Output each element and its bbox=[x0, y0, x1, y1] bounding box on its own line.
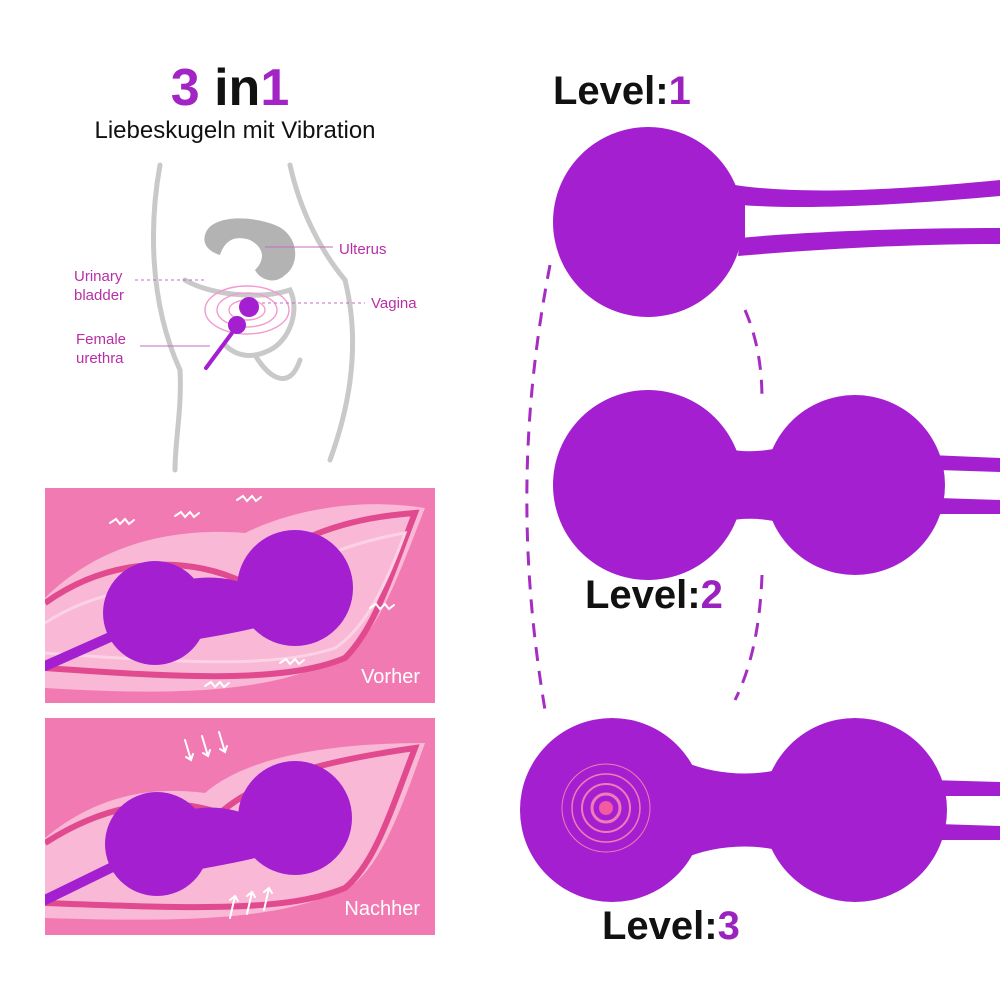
after-label: Nachher bbox=[344, 898, 420, 920]
headline: 3 in1 bbox=[0, 58, 460, 118]
label-bladder-2: bladder bbox=[74, 287, 125, 304]
vibration-ring-2 bbox=[216, 292, 278, 328]
level-3-balls bbox=[520, 718, 1000, 902]
anatomy-diagram bbox=[135, 162, 365, 473]
label-urethra-1: Female bbox=[76, 331, 127, 348]
diagram-ball-top bbox=[239, 297, 259, 317]
label-urethra-2: urethra bbox=[76, 350, 124, 367]
vibration-ring-c bbox=[571, 773, 641, 843]
dashed-connector-top-right bbox=[743, 309, 764, 401]
diagram-string bbox=[204, 331, 234, 370]
level-3-label: Level:3 bbox=[602, 904, 740, 948]
dashed-connector-left bbox=[525, 264, 552, 711]
before-illustration bbox=[45, 488, 435, 703]
vibration-ring-b bbox=[581, 783, 631, 833]
dashed-connector-bottom-right bbox=[733, 574, 764, 701]
vibration-ring-3 bbox=[204, 285, 290, 335]
after-illustration bbox=[45, 718, 435, 935]
before-panel: Vorher bbox=[45, 488, 435, 703]
headline-number: 3 bbox=[170, 59, 200, 117]
level-1-label: Level:1 bbox=[553, 69, 691, 113]
before-label: Vorher bbox=[361, 666, 420, 688]
label-uterus: Ulterus bbox=[339, 241, 387, 258]
vibration-ring-a bbox=[590, 792, 622, 824]
label-bladder-1: Urinary bbox=[74, 268, 123, 285]
subtitle: Liebeskugeln mit Vibration bbox=[94, 117, 376, 144]
diagram-ball-bottom bbox=[228, 316, 246, 334]
headline-text: in bbox=[199, 59, 261, 117]
vibration-ring-d bbox=[561, 763, 651, 853]
headline-number-2: 1 bbox=[260, 59, 290, 117]
body-outline-inner bbox=[182, 277, 297, 358]
after-panel: Nachher bbox=[45, 718, 435, 935]
body-outline-right bbox=[287, 162, 356, 463]
vibration-core-icon bbox=[599, 801, 613, 815]
label-vagina: Vagina bbox=[371, 295, 417, 312]
body-outline-left bbox=[151, 162, 183, 473]
levels-illustration bbox=[520, 127, 1000, 902]
level-2-balls bbox=[553, 390, 1000, 580]
level-2-label: Level:2 bbox=[585, 573, 723, 617]
body-outline-curve bbox=[252, 352, 303, 381]
uterus-shape bbox=[204, 218, 296, 281]
level-1-ball bbox=[553, 127, 1000, 317]
